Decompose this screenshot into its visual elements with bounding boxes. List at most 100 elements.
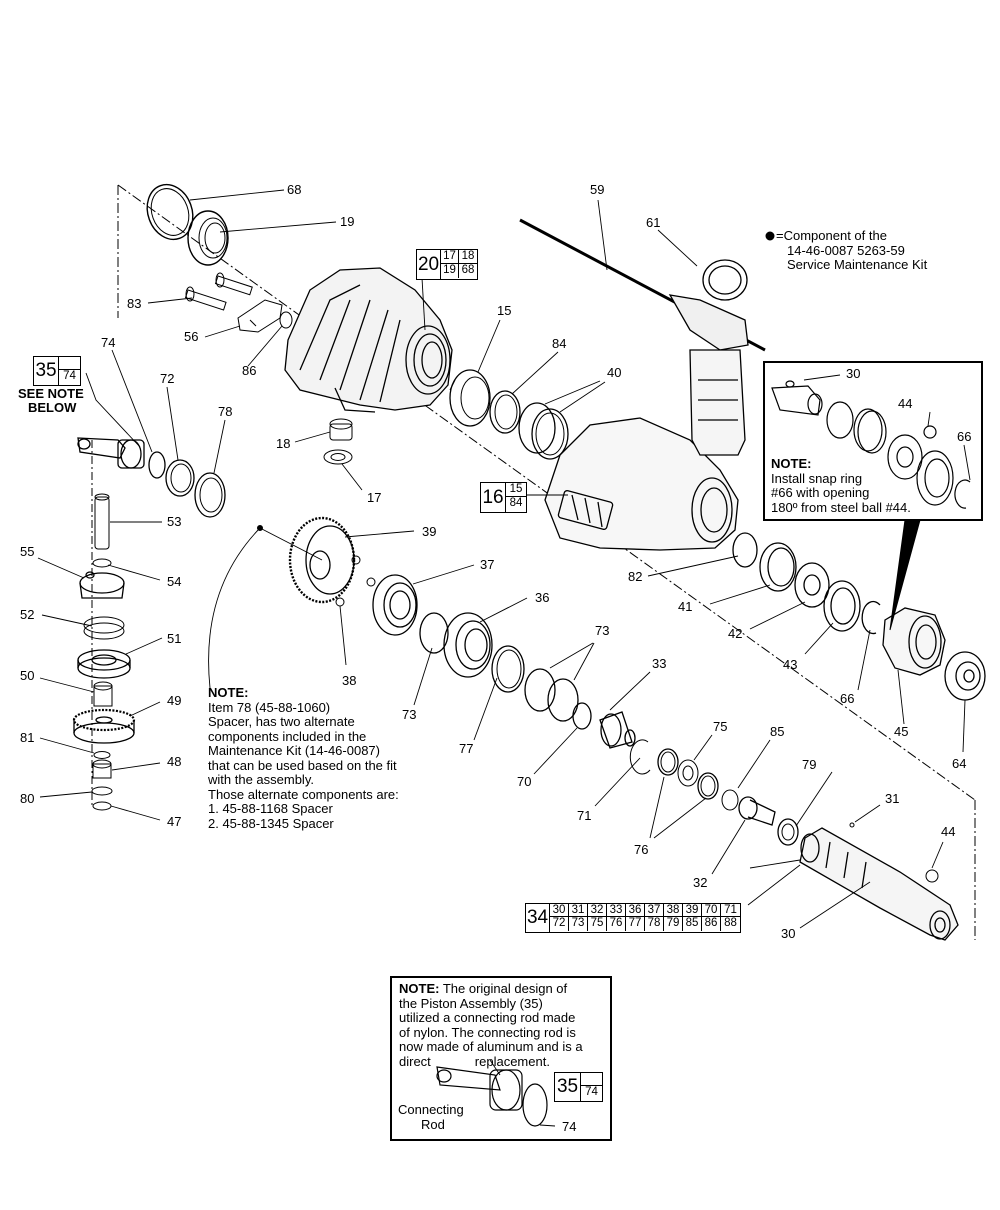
part-56-clamp	[237, 299, 283, 333]
label-55: 55	[20, 544, 35, 559]
kit-35-note-sub: 74	[585, 1086, 598, 1098]
spacer-note-line: with the assembly.	[208, 772, 314, 787]
inset-label-66: 66	[957, 429, 972, 444]
label-30: 30	[781, 926, 796, 941]
part-54-washer	[92, 558, 112, 568]
kit-34-sub: 37	[645, 904, 664, 917]
spacer-note-line: Spacer, has two alternate	[208, 714, 355, 729]
part-31-ball	[849, 822, 855, 828]
connecting-rod-label-1: Connecting	[398, 1102, 464, 1117]
part-79-o-ring	[777, 818, 799, 846]
spacer-note-line: 2. 45-88-1345 Spacer	[208, 815, 334, 831]
spacer-note: NOTE: Item 78 (45-88-1060) Spacer, has t…	[208, 685, 399, 831]
part-64-cap	[944, 651, 986, 701]
spacer-note-line: Maintenance Kit (14-46-0087)	[208, 743, 380, 758]
part-48-bushing	[92, 759, 112, 779]
part-15-bearing	[449, 369, 491, 427]
label-44: 44	[941, 824, 956, 839]
part-43-washer	[823, 580, 861, 632]
center-line-upper	[117, 184, 976, 801]
kit-34-sub: 77	[626, 917, 645, 931]
part-38-ball	[335, 597, 345, 607]
label-75: 75	[713, 719, 728, 734]
piston-note-box	[390, 976, 612, 1141]
label-77: 77	[459, 741, 474, 756]
inset-label-44: 44	[898, 396, 913, 411]
piston-note-direct: direct	[399, 1053, 431, 1069]
kit-16-number: 16	[481, 483, 506, 512]
label-53: 53	[167, 514, 182, 529]
kit-34-sub: 88	[724, 917, 737, 929]
kit-20-number: 20	[417, 250, 441, 279]
kit-34-sub: 31	[569, 904, 588, 917]
inset-part-44-ball	[923, 425, 937, 439]
spacer-note-line: that can be used based on the fit	[208, 757, 397, 773]
label-83: 83	[127, 296, 142, 311]
label-80: 80	[20, 791, 35, 806]
kit-34-sub: 36	[626, 904, 645, 917]
part-33-striker	[599, 711, 636, 749]
piston-note-line: of nylon. The connecting rod is	[399, 1024, 576, 1040]
kit-34-sub: 79	[664, 917, 683, 931]
kit-34-sub: 70	[702, 904, 721, 917]
inset-part-30	[771, 380, 823, 416]
inset-detail-box	[763, 361, 983, 521]
spacer-note-line: 1. 45-88-1168 Spacer	[208, 801, 333, 816]
label-82: 82	[628, 569, 643, 584]
label-50: 50	[20, 668, 35, 683]
label-66: 66	[840, 691, 855, 706]
part-85-o-ring	[721, 789, 739, 811]
part-44-steel-ball	[925, 869, 939, 883]
part-71-snap-ring	[629, 739, 651, 775]
label-59: 59	[590, 182, 605, 197]
inset-note: NOTE: Install snap ring #66 with opening…	[771, 456, 911, 515]
label-40: 40	[607, 365, 622, 380]
label-47: 47	[167, 814, 182, 829]
part-61-side-handle	[668, 259, 749, 456]
label-73-b: 73	[402, 707, 417, 722]
inset-label-30: 30	[846, 366, 861, 381]
legend-line2: 14-46-0087 5263-59	[787, 242, 905, 258]
part-52-spring	[83, 616, 125, 640]
label-38: 38	[342, 673, 357, 688]
part-70-o-ring	[572, 702, 592, 730]
part-73-o-ring-pair	[524, 668, 556, 712]
part-76-o-ring-b	[697, 772, 719, 800]
part-30-tool-holder	[799, 827, 959, 941]
kit-34-sub: 30	[550, 904, 569, 917]
label-70: 70	[517, 774, 532, 789]
part-17-bearing	[323, 449, 353, 465]
part-78-spacer	[194, 472, 226, 518]
legend: =Component of the 14-46-0087 5263-59 Ser…	[776, 228, 927, 273]
part-41-sleeve	[759, 542, 797, 592]
connecting-rod-label-2: Rod	[421, 1117, 445, 1132]
part-20-gear-housing	[284, 267, 453, 413]
part-74-o-ring	[148, 451, 166, 479]
kit-34-sub: 75	[588, 917, 607, 931]
part-80-washer	[91, 786, 113, 796]
label-52: 52	[20, 607, 35, 622]
kit-box-20: 20 17 18 19 68	[416, 249, 478, 280]
label-79: 79	[802, 757, 817, 772]
label-78: 78	[218, 404, 233, 419]
inset-part-66-snap-ring	[954, 479, 971, 509]
part-82-o-ring	[732, 532, 758, 568]
part-42-plate	[794, 562, 830, 608]
kit-34-sub: 39	[683, 904, 702, 917]
part-76-o-ring	[657, 748, 679, 776]
piston-note-illustration	[436, 1066, 548, 1127]
part-32-striker	[738, 796, 776, 826]
legend-line1: Component of the	[783, 228, 887, 243]
part-72-o-ring	[165, 459, 195, 497]
piston-note-heading: NOTE:	[399, 981, 440, 996]
spacer-note-line: Those alternate components are:	[208, 786, 399, 802]
label-41: 41	[678, 599, 693, 614]
label-31: 31	[885, 791, 900, 806]
part-83-screws	[184, 272, 253, 311]
part-49-gear	[72, 708, 136, 744]
label-56: 56	[184, 329, 199, 344]
piston-note: NOTE: The original design of the Piston …	[399, 981, 583, 1069]
kit-20-sub: 18	[459, 250, 477, 264]
label-32: 32	[693, 875, 708, 890]
